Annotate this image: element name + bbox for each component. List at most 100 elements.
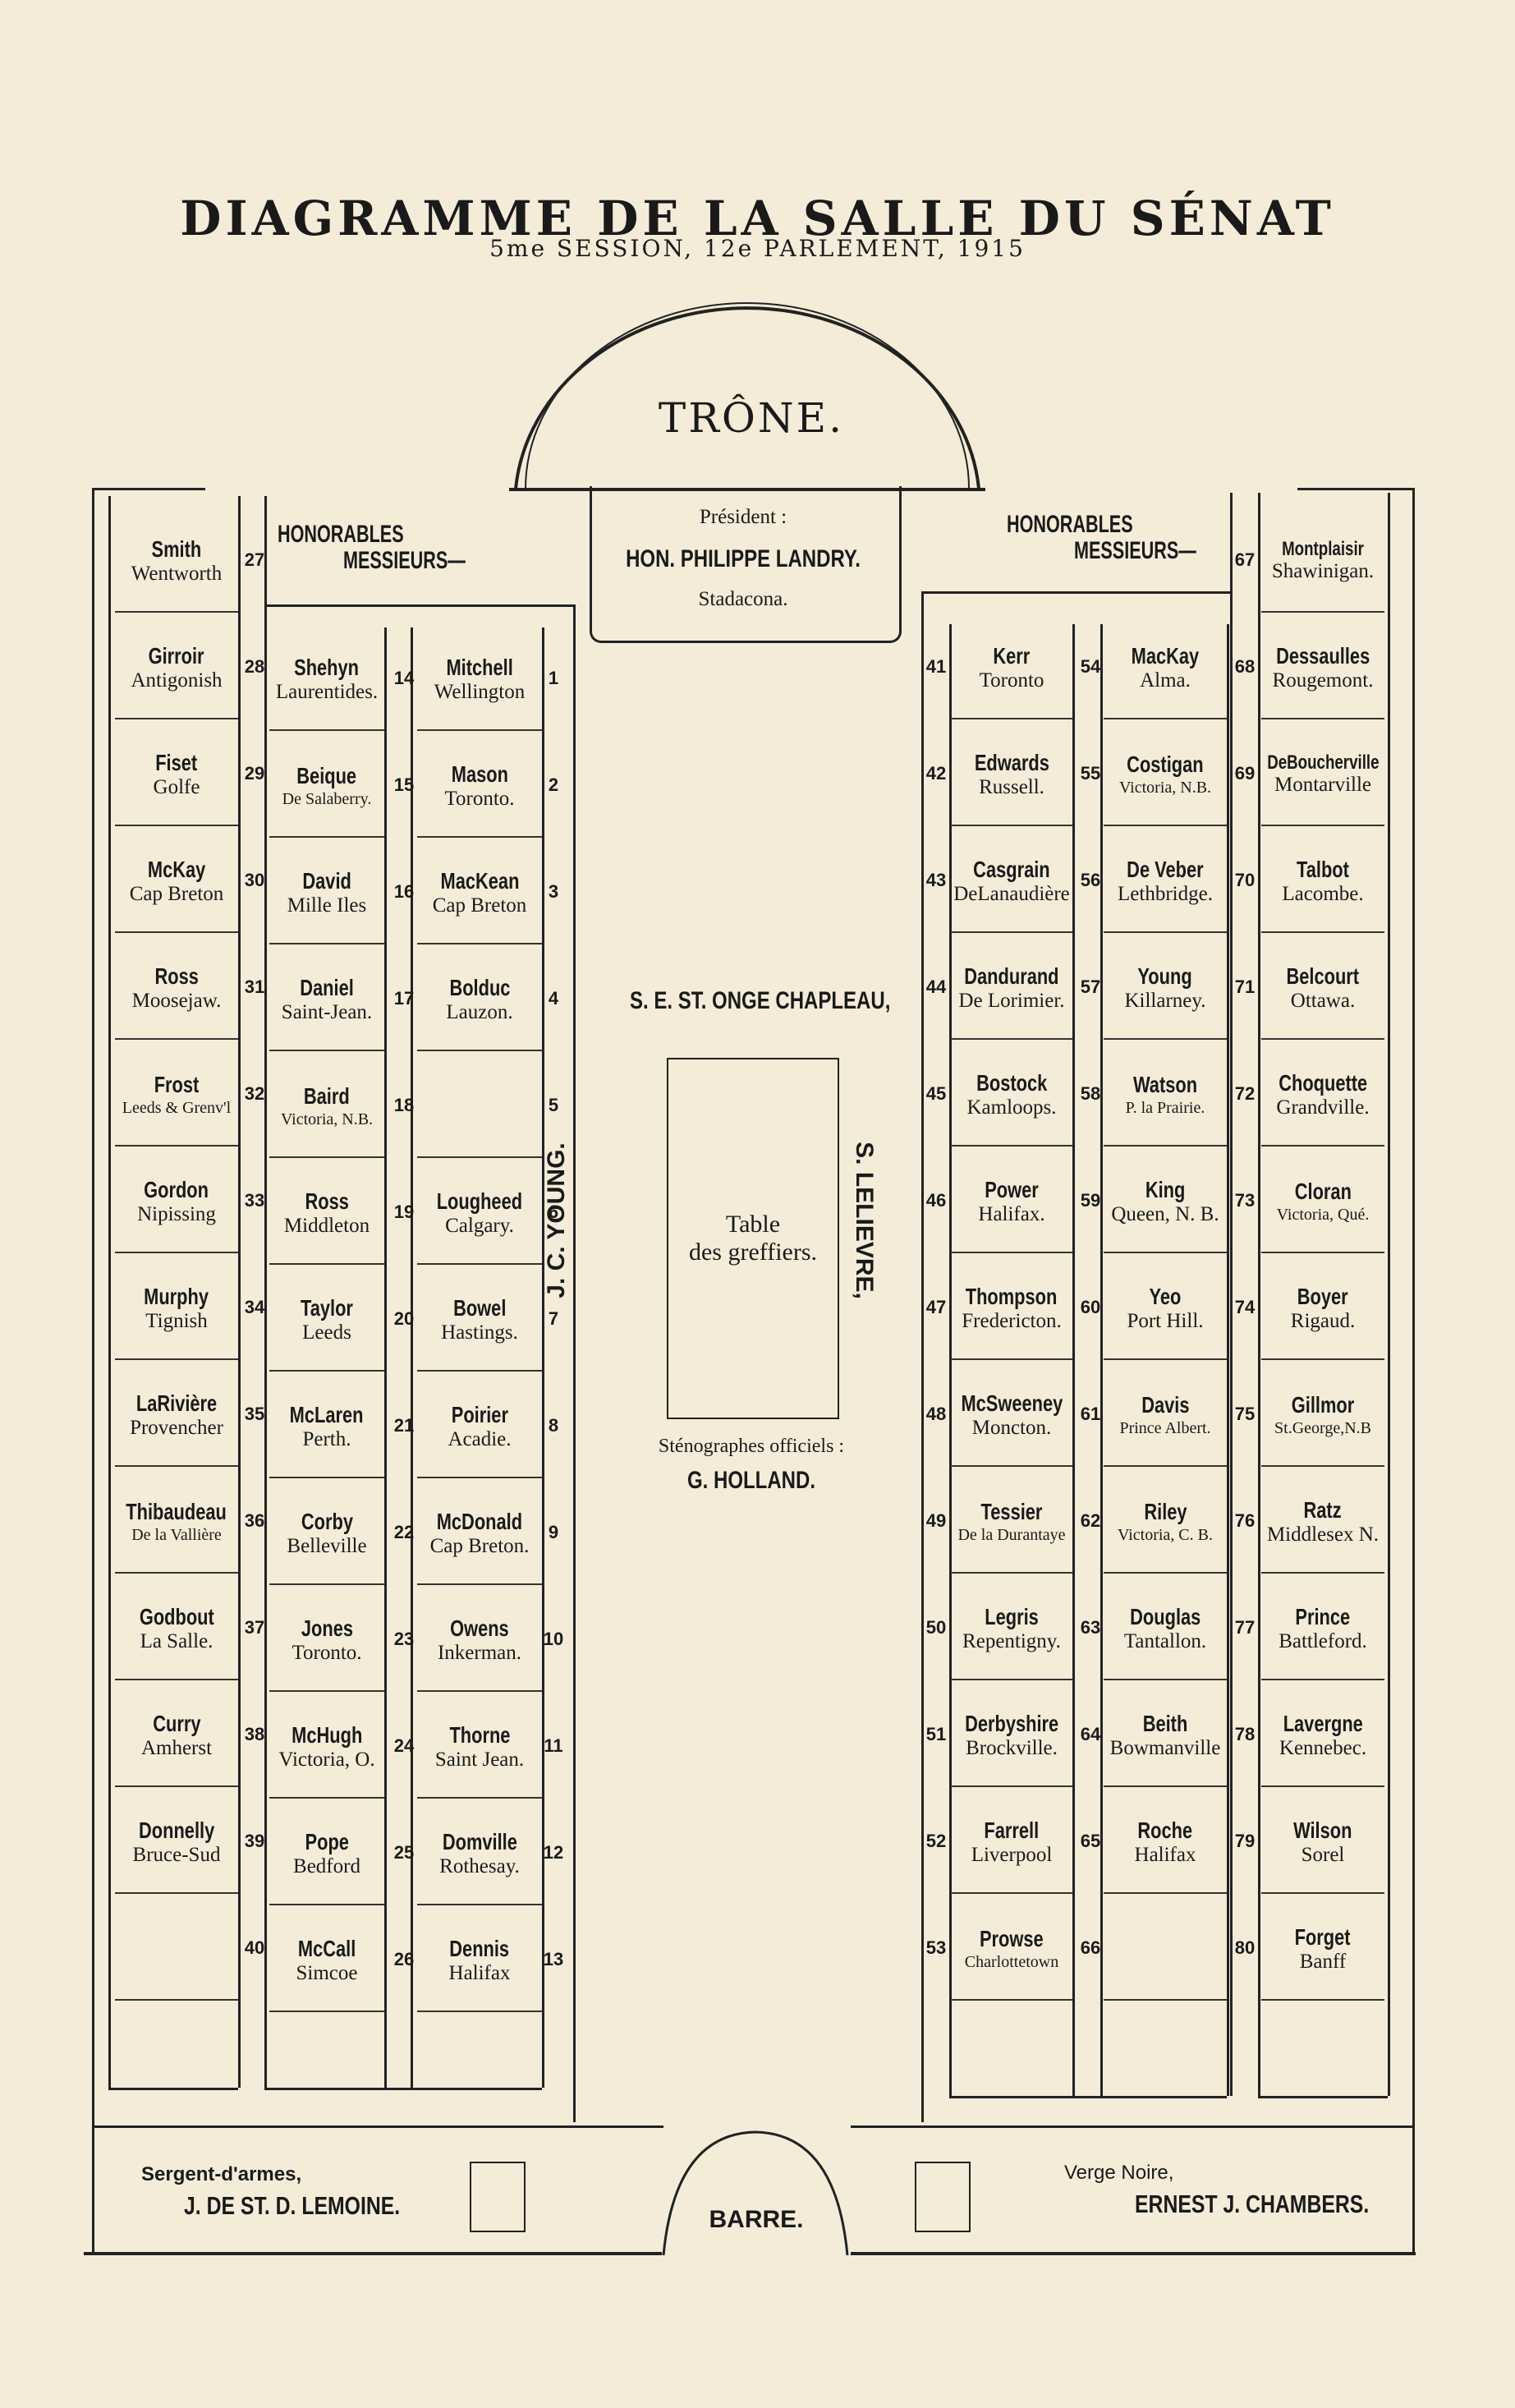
seat-number: 39 xyxy=(244,1831,265,1851)
seat-number: 24 xyxy=(393,1735,415,1756)
seat-number: 18 xyxy=(393,1095,415,1115)
seat-number: 15 xyxy=(393,774,415,795)
senator-name: McKay xyxy=(147,856,206,882)
plan-line xyxy=(264,496,267,2088)
plan-line xyxy=(921,591,1230,594)
plan-line xyxy=(1100,624,1103,2096)
seat-number: 50 xyxy=(925,1617,947,1638)
senator-division: Inkerman. xyxy=(437,1641,522,1664)
seat-number: 30 xyxy=(244,870,265,890)
senator-name: Prowse xyxy=(980,1926,1044,1952)
senator-name: Choquette xyxy=(1279,1069,1367,1096)
senator-name: Domville xyxy=(442,1828,517,1854)
senator-name: Wilson xyxy=(1293,1817,1352,1843)
senator-name: Derbyshire xyxy=(964,1710,1059,1736)
seat-number: 31 xyxy=(244,977,265,997)
senator-name: Riley xyxy=(1143,1499,1187,1525)
senator-name: Bowel xyxy=(452,1294,507,1321)
seat-number: 78 xyxy=(1234,1724,1256,1744)
senator-name: Frost xyxy=(154,1072,200,1098)
senator-division: Wellington xyxy=(434,680,526,703)
seat-number: 70 xyxy=(1234,870,1256,890)
plan-line xyxy=(1297,488,1412,490)
president-division: Stadacona. xyxy=(698,588,788,610)
seat-number: 51 xyxy=(925,1724,947,1744)
senator-name: Mason xyxy=(451,761,508,787)
senator-name: McDonald xyxy=(436,1508,523,1534)
senator-name: Power xyxy=(985,1176,1039,1202)
seat-number: 45 xyxy=(925,1083,947,1104)
senator-division: Perth. xyxy=(302,1427,351,1450)
senator-division: Toronto. xyxy=(444,787,515,810)
black-rod-name: ERNEST J. CHAMBERS. xyxy=(1135,2190,1370,2218)
plan-line xyxy=(264,2088,542,2090)
seat-number: 2 xyxy=(548,774,559,795)
senator-name: Smith xyxy=(151,535,202,562)
seat-number: 28 xyxy=(244,656,265,677)
senator-division: Lauzon. xyxy=(446,1000,513,1023)
plan-line xyxy=(264,604,575,607)
plan-line xyxy=(108,2088,238,2090)
senator-name: Taylor xyxy=(301,1294,353,1321)
seat-number: 7 xyxy=(548,1308,559,1329)
senator-division: Bedford xyxy=(293,1854,360,1877)
senator-division: Killarney. xyxy=(1124,989,1206,1012)
seat-number: 65 xyxy=(1080,1831,1101,1851)
senator-name: Farrell xyxy=(984,1817,1040,1843)
senator-division: P. la Prairie. xyxy=(1125,1098,1205,1117)
senator-name: Beique xyxy=(296,763,357,789)
seat-number: 43 xyxy=(925,870,947,890)
senator-name: Godbout xyxy=(139,1603,214,1629)
clerks-table xyxy=(667,1058,839,1419)
senator-division: Rothesay. xyxy=(439,1854,520,1877)
senator-name: Daniel xyxy=(300,974,354,1000)
senator-division: Alma. xyxy=(1140,669,1191,692)
seat-number: 13 xyxy=(543,1949,564,1969)
seat-number: 42 xyxy=(925,763,947,784)
senator-division: Middlesex N. xyxy=(1266,1523,1380,1546)
seat-number: 20 xyxy=(393,1308,415,1329)
seat-number: 4 xyxy=(548,988,559,1009)
seat-number: 69 xyxy=(1234,763,1256,784)
senator-name: Thorne xyxy=(448,1721,510,1748)
senator-name: Boyer xyxy=(1297,1283,1348,1309)
seat-number: 60 xyxy=(1080,1297,1101,1317)
plan-line xyxy=(238,496,241,2088)
senator-name: Gillmor xyxy=(1291,1392,1355,1418)
senator-division: Moosejaw. xyxy=(131,989,222,1012)
senator-name: Curry xyxy=(152,1710,201,1736)
senator-division: Tantallon. xyxy=(1123,1629,1207,1652)
senator-division: Bruce-Sud xyxy=(132,1843,221,1866)
seat-number: 32 xyxy=(244,1083,265,1104)
seat-number: 11 xyxy=(544,1735,563,1756)
senator-division: Port Hill. xyxy=(1127,1309,1204,1332)
seat-number: 49 xyxy=(925,1510,947,1531)
senator-name: McHugh xyxy=(291,1721,363,1748)
senator-division: Belleville xyxy=(287,1534,367,1557)
seat-number: 46 xyxy=(925,1190,947,1211)
senator-name: Douglas xyxy=(1129,1603,1201,1629)
throne-dais xyxy=(509,302,985,491)
senator-division: De Lorimier. xyxy=(958,989,1065,1012)
